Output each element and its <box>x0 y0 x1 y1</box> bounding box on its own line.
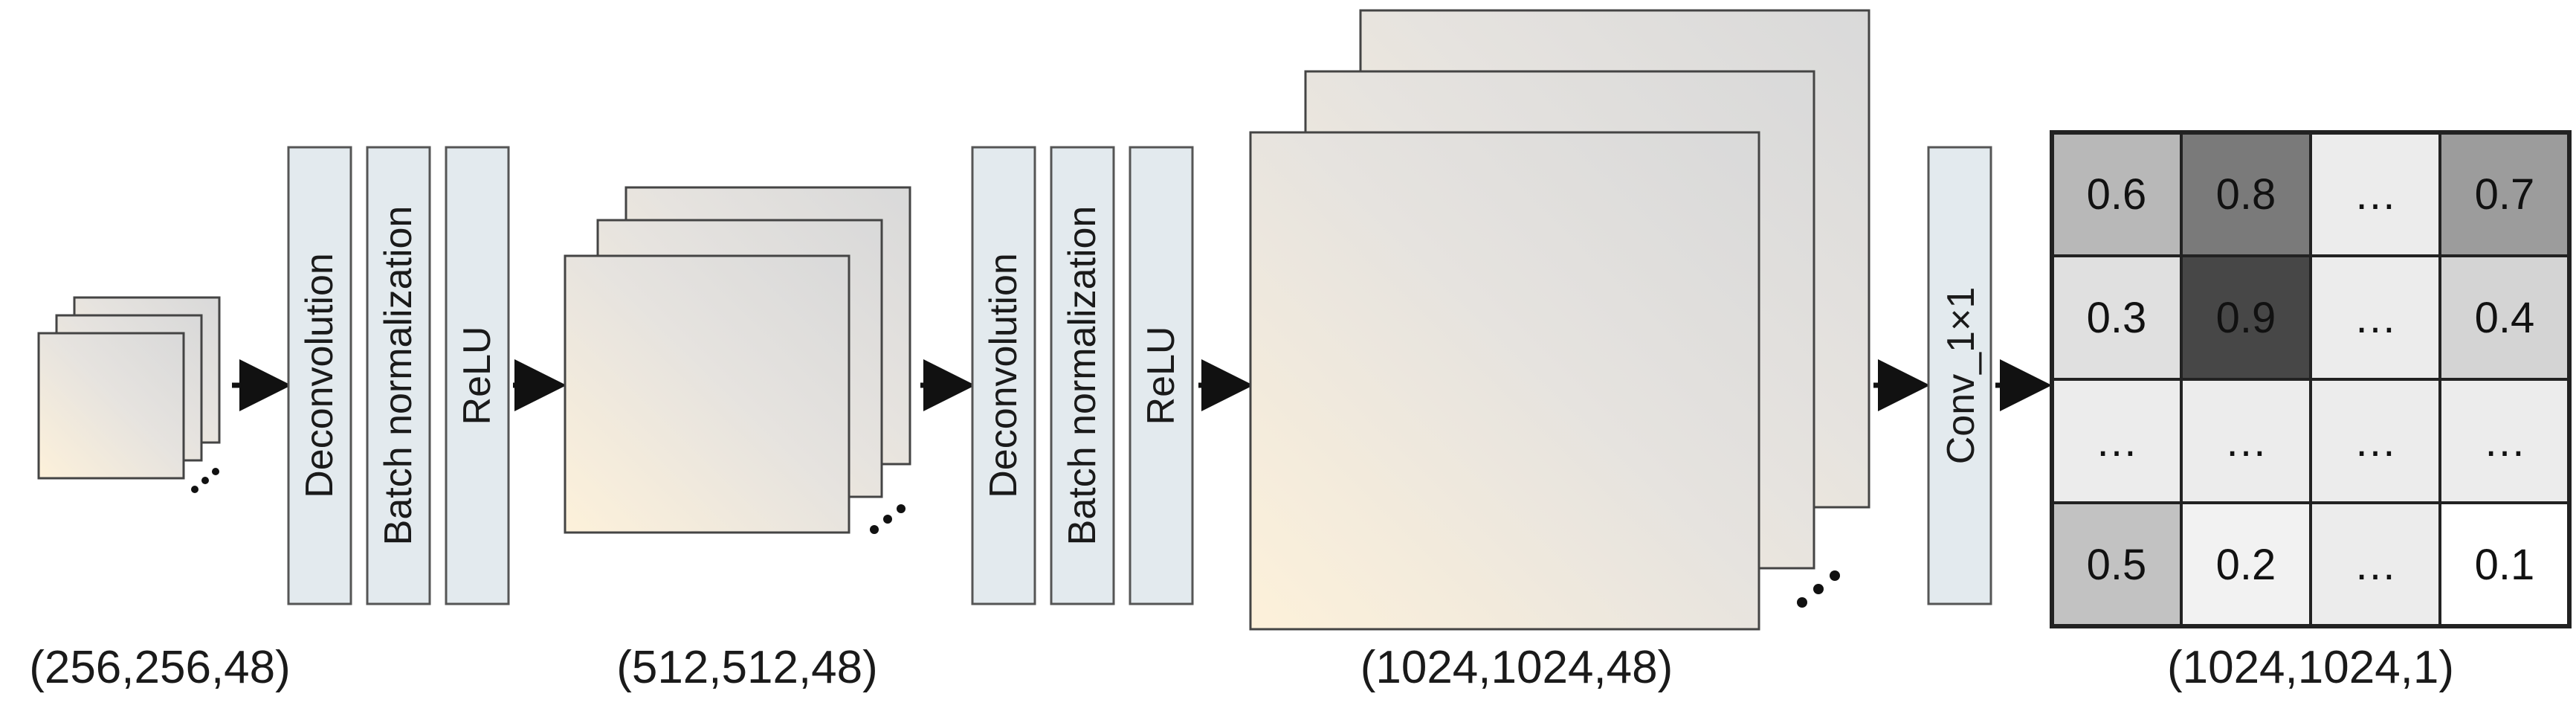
batch-normalization-label: Batch normalization <box>377 206 420 546</box>
stack-ellipsis-dots <box>1797 570 1840 608</box>
stack-ellipsis-dots <box>870 504 906 534</box>
grid-cell <box>2180 501 2312 628</box>
relu-label: ReLU <box>1140 327 1183 425</box>
grid-cell-value: 0.8 <box>2216 170 2276 219</box>
output-probability-grid: 0.6 0.8 … 0.7 0.3 0.9 … 0.4 … … … … 0.5 0.2 … 0.1 <box>2050 130 2572 628</box>
grid-cell-value: 0.1 <box>2475 541 2535 589</box>
stack-ellipsis-dots <box>191 468 219 493</box>
grid-cell-value: … <box>2354 170 2397 219</box>
grid-cell <box>2438 254 2571 381</box>
deconvolution-block <box>287 146 352 605</box>
grid-cell <box>2309 378 2441 504</box>
dim-label-output: (1024,1024,1) <box>2167 642 2454 693</box>
grid-cell <box>2180 378 2312 504</box>
grid-cell <box>2050 254 2183 381</box>
deconvolution-label: Deconvolution <box>298 253 341 498</box>
feature-map-layer <box>564 254 850 534</box>
grid-cell-value: 0.5 <box>2087 541 2147 589</box>
grid-cell <box>2309 501 2441 628</box>
batch-normalization-block <box>366 146 431 605</box>
dim-label-512: (512,512,48) <box>616 642 878 693</box>
grid-cell-value: … <box>2354 417 2397 466</box>
grid-cell-value: … <box>2483 417 2526 466</box>
grid-cell-value: 0.3 <box>2087 294 2147 342</box>
conv-1x1-label: Conv_1×1 <box>1940 287 1983 465</box>
feature-map-stack-1024 <box>1249 9 1870 631</box>
grid-cell <box>2050 131 2183 257</box>
conv-1x1-block <box>1927 146 1992 605</box>
batch-normalization-block <box>1050 146 1115 605</box>
feature-map-layer <box>1249 131 1760 631</box>
grid-cell-value: … <box>2354 294 2397 342</box>
dim-label-1024: (1024,1024,48) <box>1360 642 1673 693</box>
feature-map-stack-512 <box>564 186 911 534</box>
grid-cell-value: … <box>2224 417 2267 466</box>
relu-block <box>445 146 510 605</box>
grid-cell <box>2050 501 2183 628</box>
grid-border <box>2050 130 2572 628</box>
relu-label: ReLU <box>456 327 499 425</box>
grid-cell-value: 0.4 <box>2475 294 2535 342</box>
grid-cell-value: 0.2 <box>2216 541 2276 589</box>
dim-label-256: (256,256,48) <box>29 642 291 693</box>
grid-cell-value: … <box>2095 417 2138 466</box>
block-group-2: Deconvolution Batch normalization ReLU <box>971 146 1194 605</box>
grid-cell-value: 0.9 <box>2216 294 2276 342</box>
batch-normalization-label: Batch normalization <box>1061 206 1104 546</box>
deconvolution-label: Deconvolution <box>982 253 1025 498</box>
feature-map-layer <box>37 332 185 480</box>
deconvolution-block <box>971 146 1036 605</box>
conv-1x1-group: Conv_1×1 <box>1927 146 1992 605</box>
grid-cell-value: 0.6 <box>2087 170 2147 219</box>
grid-cell-value: … <box>2354 541 2397 589</box>
feature-map-stack-256 <box>37 296 221 493</box>
relu-block <box>1129 146 1194 605</box>
block-group-1: Deconvolution Batch normalization ReLU <box>287 146 510 605</box>
grid-cell-value: 0.7 <box>2475 170 2535 219</box>
